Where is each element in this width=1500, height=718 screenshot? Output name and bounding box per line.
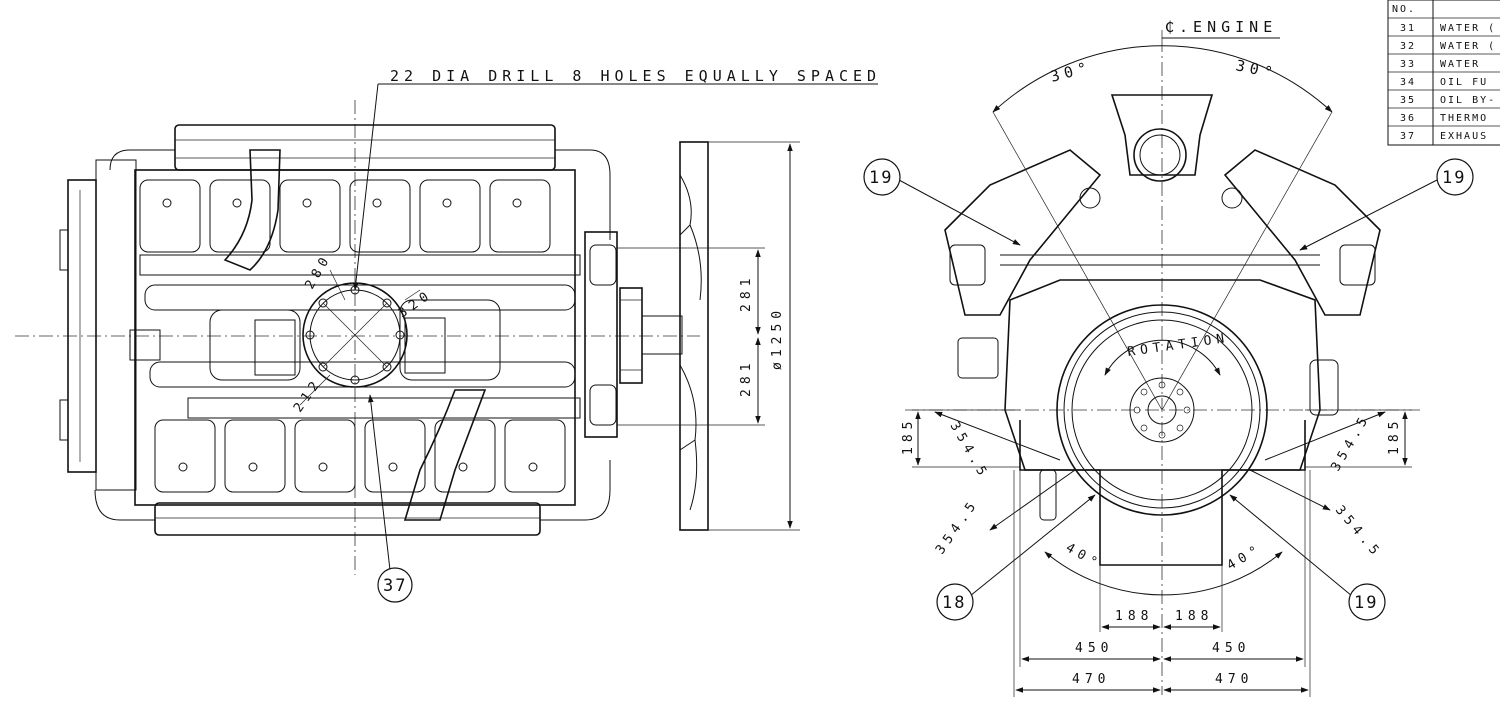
balloon-19-bottom-right-label: 19: [1354, 593, 1378, 613]
angle-30-right: 30°: [1234, 56, 1279, 82]
parts-row-no: 37: [1400, 131, 1416, 142]
angle-40-left: 40°: [1063, 540, 1104, 572]
dim-281-top: 281: [739, 274, 754, 312]
dim-185-left: 185: [901, 417, 916, 455]
balloon-18-label: 18: [942, 593, 966, 613]
dim-fan-diameter: ø1250: [770, 306, 785, 370]
dim-185-right: 185: [1387, 417, 1402, 455]
balloon-19-top-right-label: 19: [1442, 168, 1466, 188]
parts-row-no: 34: [1400, 77, 1416, 88]
dim-354-5-a: 354.5: [947, 420, 992, 483]
dim-188-left: 188: [1115, 609, 1153, 624]
parts-table-header: NO.: [1392, 4, 1416, 15]
dim-188-right: 188: [1175, 609, 1213, 624]
parts-row-name: WATER (: [1440, 23, 1496, 34]
dim-470-left: 470: [1072, 672, 1110, 687]
dim-281-bottom: 281: [739, 359, 754, 397]
rotation-label: ROTATION: [1126, 331, 1230, 360]
balloon-19-top-right: [1436, 158, 1474, 196]
balloon-19-bottom-right: [1348, 583, 1386, 621]
front-view: [898, 30, 1438, 697]
parts-row-name: OIL BY-: [1440, 95, 1496, 106]
parts-row-name: EXHAUS: [1440, 131, 1488, 142]
parts-row-name: THERMO: [1440, 113, 1488, 124]
drill-note: 22 DIA DRILL 8 HOLES EQUALLY SPACED: [390, 67, 881, 85]
dim-354-5-d: 354.5: [1332, 503, 1385, 562]
balloon-19-top-left-label: 19: [869, 168, 893, 188]
parts-row-name: OIL FU: [1440, 77, 1488, 88]
balloon-37: [377, 567, 413, 603]
parts-row-no: 35: [1400, 95, 1416, 106]
dim-450-right: 450: [1212, 641, 1250, 656]
balloon-18-bottom-left: [936, 583, 974, 621]
parts-table: [1387, 0, 1500, 146]
parts-row-name: WATER (: [1440, 41, 1496, 52]
dim-212: 212: [291, 375, 325, 415]
dim-280: 280: [302, 251, 334, 292]
side-view: [15, 83, 878, 575]
parts-row-no: 36: [1400, 113, 1416, 124]
angle-30-left: 30°: [1048, 58, 1093, 86]
centerline-label: ₵.ENGINE: [1165, 18, 1277, 36]
parts-row-no: 33: [1400, 59, 1416, 70]
upper-cylinder-heads: [139, 179, 551, 253]
dim-354-5-b: 354.5: [1328, 411, 1373, 474]
cooling-fan: [679, 141, 709, 531]
balloon-19-top-left: [863, 158, 901, 196]
lower-cylinder-heads: [154, 419, 566, 493]
parts-row-no: 31: [1400, 23, 1416, 34]
parts-row-no: 32: [1400, 41, 1416, 52]
dim-450-left: 450: [1075, 641, 1113, 656]
parts-row-name: WATER: [1440, 59, 1480, 70]
dim-320: 320: [396, 287, 436, 321]
dim-354-5-c: 354.5: [933, 496, 982, 557]
balloon-37-label: 37: [383, 576, 407, 596]
dim-470-right: 470: [1215, 672, 1253, 687]
